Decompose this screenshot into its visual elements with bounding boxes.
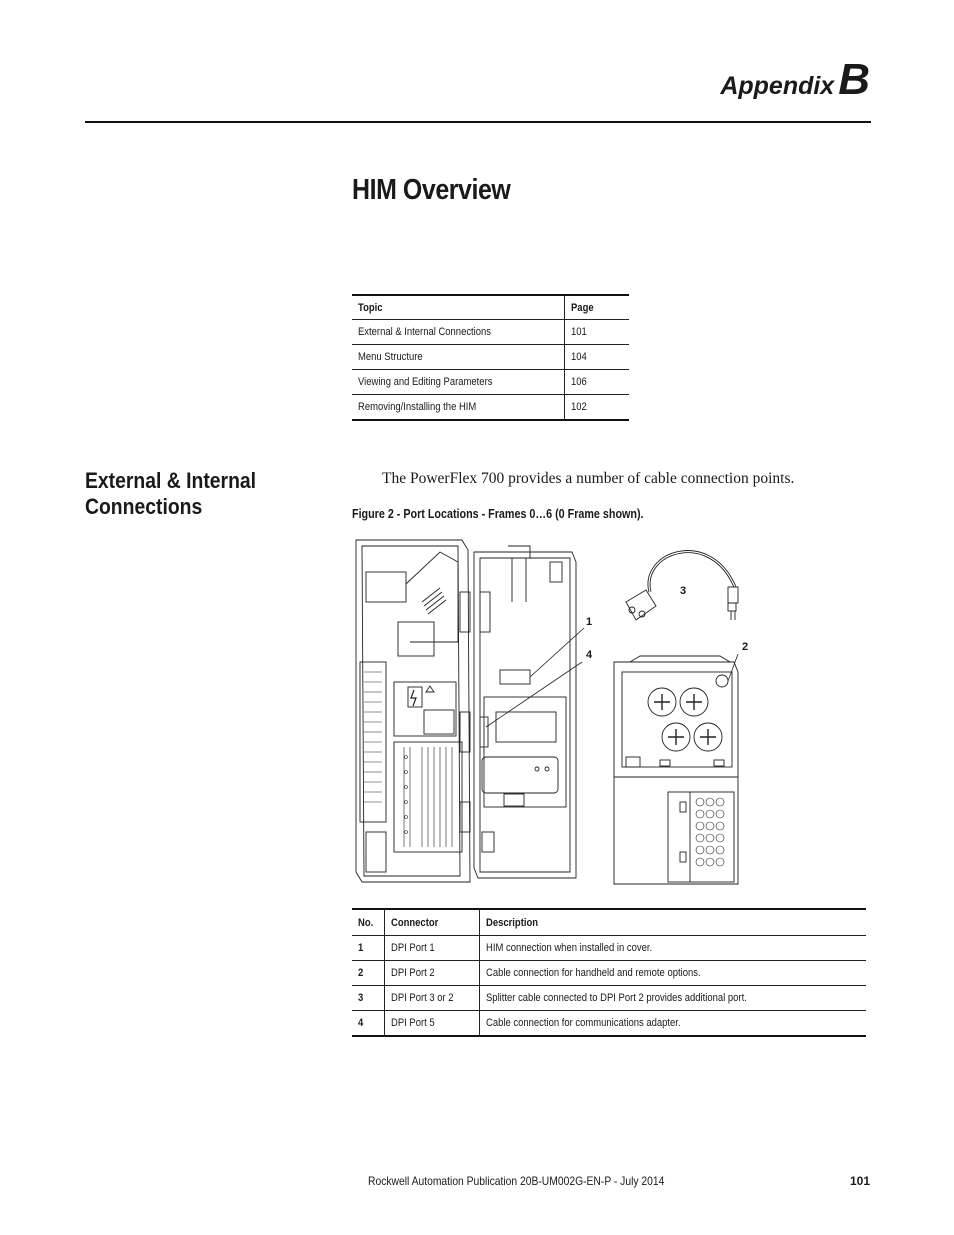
- section-title: External & Internal Connections: [85, 468, 305, 520]
- header-rule: [85, 121, 871, 123]
- topic-header: Topic: [352, 294, 565, 320]
- no-cell: 4: [352, 1010, 385, 1037]
- connector-cell: DPI Port 5: [384, 1010, 480, 1037]
- page-cell: 106: [564, 369, 629, 395]
- page-cell: 102: [564, 394, 629, 421]
- intro-paragraph: The PowerFlex 700 provides a number of c…: [382, 470, 795, 487]
- drive-bottom-drawing: [613, 653, 739, 885]
- appendix-heading: AppendixB: [700, 58, 870, 102]
- table-row: Menu Structure 104: [352, 344, 629, 370]
- dpi-port-2-connector: [715, 674, 729, 688]
- page-header: Page: [564, 294, 629, 320]
- description-header: Description: [479, 908, 866, 936]
- table-row: 2 DPI Port 2 Cable connection for handhe…: [352, 960, 866, 986]
- connector-table-header: No. Connector Description: [352, 908, 866, 936]
- description-cell: Splitter cable connected to DPI Port 2 p…: [479, 985, 866, 1011]
- description-cell: Cable connection for communications adap…: [479, 1010, 866, 1037]
- connector-cell: DPI Port 1: [384, 935, 480, 961]
- table-row: Viewing and Editing Parameters 106: [352, 369, 629, 395]
- topic-cell: Viewing and Editing Parameters: [352, 369, 565, 395]
- table-row: 1 DPI Port 1 HIM connection when install…: [352, 935, 866, 961]
- appendix-word: Appendix: [720, 72, 835, 100]
- drive-cover-drawing: [473, 545, 577, 879]
- callout-1: 1: [586, 616, 593, 628]
- dpi-port-5-connector: [479, 716, 489, 748]
- no-cell: 3: [352, 985, 385, 1011]
- connector-cell: DPI Port 3 or 2: [384, 985, 480, 1011]
- topic-cell: Removing/Installing the HIM: [352, 394, 565, 421]
- topic-table: Topic Page External & Internal Connectio…: [352, 294, 629, 421]
- table-row: External & Internal Connections 101: [352, 319, 629, 345]
- page-title: HIM Overview: [352, 174, 511, 206]
- drive-illustration: [355, 539, 739, 885]
- connector-table: No. Connector Description 1 DPI Port 1 H…: [352, 908, 866, 1037]
- appendix-letter: B: [838, 55, 870, 104]
- table-row: Removing/Installing the HIM 102: [352, 394, 629, 421]
- table-row: 3 DPI Port 3 or 2 Splitter cable connect…: [352, 985, 866, 1011]
- callout-4: 4: [586, 649, 593, 661]
- no-header: No.: [352, 908, 385, 936]
- no-cell: 2: [352, 960, 385, 986]
- callout-3: 3: [680, 585, 687, 597]
- connector-cell: DPI Port 2: [384, 960, 480, 986]
- section-title-line1: External & Internal: [85, 468, 257, 493]
- footer-publication: Rockwell Automation Publication 20B-UM00…: [368, 1174, 665, 1188]
- dpi-port-1-connector: [499, 669, 531, 685]
- connector-header: Connector: [384, 908, 480, 936]
- drive-body-drawing: [355, 539, 471, 883]
- topic-cell: Menu Structure: [352, 344, 565, 370]
- page-cell: 101: [564, 319, 629, 345]
- description-cell: HIM connection when installed in cover.: [479, 935, 866, 961]
- topic-table-header: Topic Page: [352, 294, 629, 320]
- no-cell: 1: [352, 935, 385, 961]
- splitter-cable-drawing: [625, 550, 739, 621]
- topic-cell: External & Internal Connections: [352, 319, 565, 345]
- callout-leaders: [485, 627, 585, 728]
- callout-2: 2: [742, 641, 749, 653]
- table-row: 4 DPI Port 5 Cable connection for commun…: [352, 1010, 866, 1037]
- description-cell: Cable connection for handheld and remote…: [479, 960, 866, 986]
- port-locations-figure: 1 4 3 2: [350, 532, 770, 897]
- section-title-line2: Connections: [85, 494, 203, 519]
- page-cell: 104: [564, 344, 629, 370]
- footer-page-number: 101: [850, 1174, 871, 1188]
- figure-caption: Figure 2 - Port Locations - Frames 0…6 (…: [352, 507, 644, 521]
